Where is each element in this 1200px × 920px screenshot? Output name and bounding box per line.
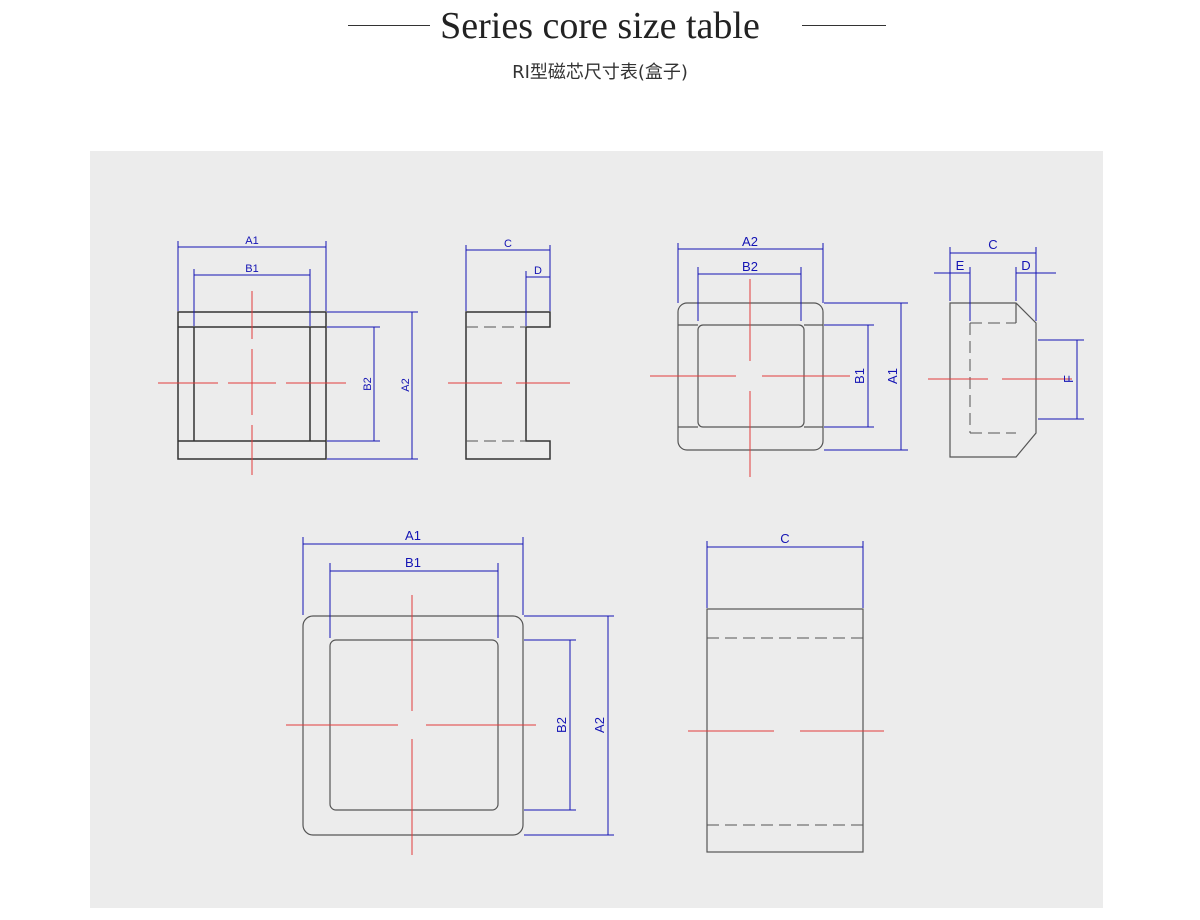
c-profile: [465, 311, 551, 460]
front-view-small: A1 B1 B2 A2: [158, 235, 418, 475]
label-b2: B2: [742, 259, 758, 274]
label-a2: A2: [742, 234, 758, 249]
label-a1: A1: [885, 368, 900, 384]
label-b1: B1: [245, 263, 258, 275]
title-rule-right: [802, 25, 886, 26]
core-drawings: A1 B1 B2 A2 C D: [158, 234, 1084, 855]
label-a2: A2: [592, 717, 607, 733]
front-view-rounded-small: A2 B2 B1 A1: [650, 234, 908, 477]
label-b1: B1: [852, 368, 867, 384]
label-a1: A1: [245, 235, 258, 247]
label-d: D: [1021, 258, 1030, 273]
side-view-large: C: [688, 531, 884, 853]
side-view-small: C D: [448, 238, 570, 460]
label-c: C: [504, 238, 512, 250]
label-a2: A2: [400, 378, 412, 391]
label-b2: B2: [362, 377, 374, 390]
title-rule-left: [348, 25, 430, 26]
label-c: C: [988, 237, 997, 252]
front-view-large: A1 B1 B2 A2: [286, 528, 614, 855]
label-a1: A1: [405, 528, 421, 543]
header: Series core size table: [0, 0, 1200, 56]
drawing-panel: A1 B1 B2 A2 C D: [90, 151, 1103, 908]
label-b1: B1: [405, 555, 421, 570]
page-subtitle: RI型磁芯尺寸表(盒子): [512, 62, 688, 83]
page-title: Series core size table: [440, 5, 760, 47]
side-view-stepped: C E D F: [928, 237, 1084, 458]
label-e: E: [956, 258, 965, 273]
label-f: F: [1061, 375, 1076, 383]
label-b2: B2: [554, 717, 569, 733]
label-d: D: [534, 265, 542, 277]
label-c: C: [780, 531, 789, 546]
stepped-profile: [949, 302, 1037, 458]
